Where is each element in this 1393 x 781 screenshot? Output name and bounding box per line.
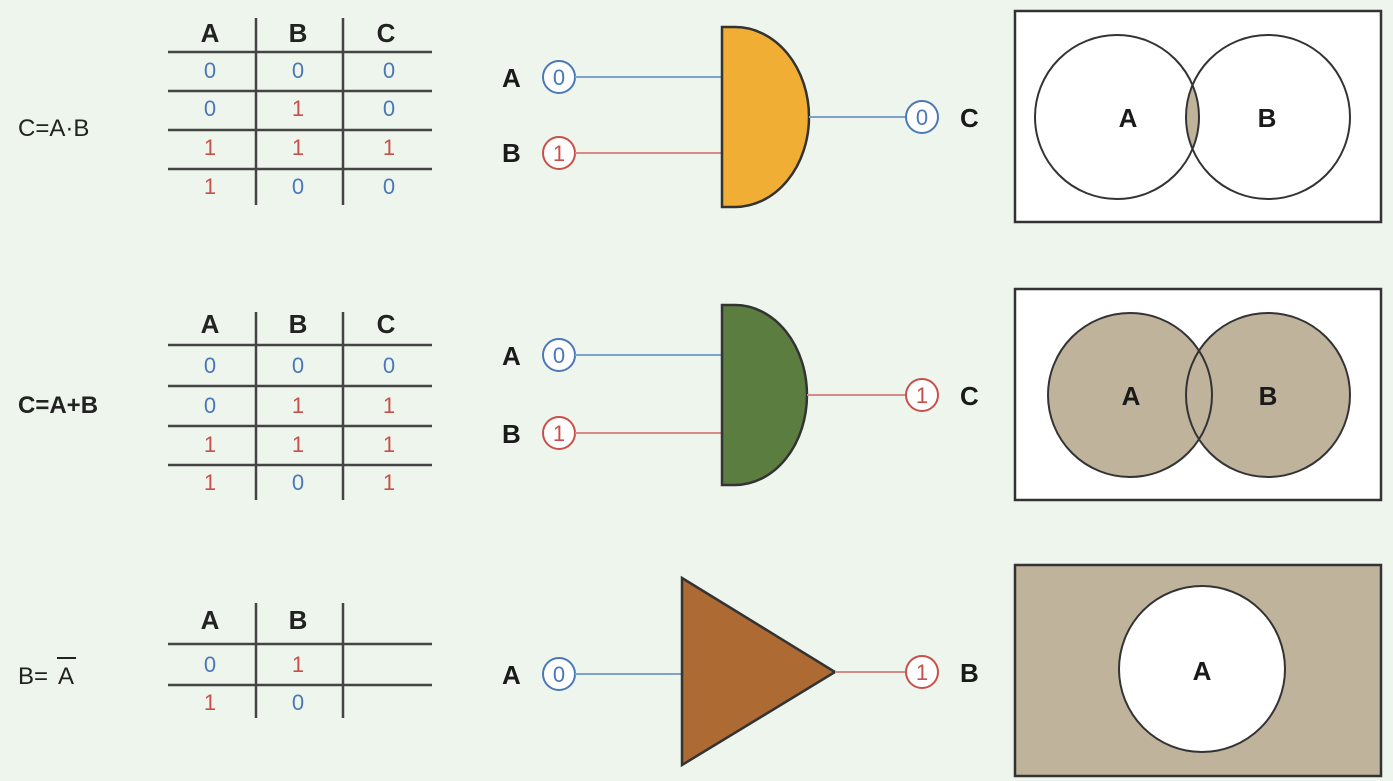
- input-b-label: B: [502, 138, 521, 168]
- output-c-value-circle: [905, 100, 939, 134]
- table-cell: 0: [292, 690, 304, 715]
- set-b-label: B: [1258, 103, 1277, 133]
- not-formula-right: A: [58, 663, 74, 690]
- set-a-label: A: [1119, 103, 1138, 133]
- set-a-label: A: [1122, 381, 1141, 411]
- input-a-value: 0: [553, 65, 565, 90]
- table-cell: 0: [292, 470, 304, 495]
- or-venn-diagram: A B: [1013, 287, 1383, 502]
- and-truth-table: A B C 0 0 0 0 1 0 1 1 1 1 0 0: [168, 18, 432, 205]
- output-b-value: 1: [916, 660, 928, 685]
- table-cell: 1: [292, 393, 304, 418]
- input-b-label: B: [502, 419, 521, 449]
- and-gate-circuit: A 0 B 1 0 C: [502, 25, 979, 209]
- table-cell: 0: [292, 353, 304, 378]
- table-cell: 1: [383, 432, 395, 457]
- table-cell: 1: [292, 96, 304, 121]
- table-cell: 0: [292, 174, 304, 199]
- table-header-c: C: [377, 18, 396, 48]
- or-truth-table: A B C 0 0 0 0 1 1 1 1 1 1 0 1: [168, 309, 432, 500]
- and-gate-symbol: [720, 25, 811, 209]
- table-cell: 0: [204, 96, 216, 121]
- set-b-shade: [1186, 313, 1350, 477]
- table-cell: 1: [292, 652, 304, 677]
- input-b-value: 1: [553, 421, 565, 446]
- and-row: C=A·B A B C 0 0 0 0 1 0 1 1 1 1 0 0 A: [18, 9, 1383, 224]
- table-cell: 1: [204, 135, 216, 160]
- output-b-value-circle: [905, 655, 939, 689]
- set-a-label: A: [1193, 656, 1212, 686]
- table-cell: 1: [204, 690, 216, 715]
- table-cell: 1: [292, 432, 304, 457]
- table-cell: 1: [204, 432, 216, 457]
- not-gate-symbol: [680, 575, 838, 768]
- table-cell: 1: [383, 393, 395, 418]
- table-cell: 0: [383, 58, 395, 83]
- set-b-label: B: [1259, 381, 1278, 411]
- set-b-circle: [1185, 34, 1351, 200]
- or-formula: C=A+B: [18, 392, 98, 419]
- table-cell: 0: [383, 174, 395, 199]
- and-venn-diagram: A B: [1013, 9, 1383, 224]
- input-a-label: A: [502, 660, 521, 690]
- not-gate-circuit: A 0 1 B: [502, 575, 979, 768]
- set-a-shade: [1048, 313, 1212, 477]
- or-row: C=A+B A B C 0 0 0 0 1 1 1 1 1 1 0 1 A: [18, 287, 1383, 502]
- input-a-value: 0: [553, 343, 565, 368]
- or-gate-symbol: [720, 303, 809, 487]
- table-header-b: B: [289, 309, 308, 339]
- table-header-c: C: [377, 309, 396, 339]
- table-cell: 0: [204, 393, 216, 418]
- table-cell: 0: [204, 652, 216, 677]
- table-header-a: A: [201, 309, 220, 339]
- table-cell: 0: [292, 58, 304, 83]
- or-gate-circuit: A 0 B 1 1 C: [502, 303, 979, 487]
- not-truth-table: A B 0 1 1 0: [168, 603, 432, 718]
- table-header-a: A: [201, 605, 220, 635]
- output-c-label: C: [960, 381, 979, 411]
- table-cell: 0: [204, 58, 216, 83]
- input-a-label: A: [502, 63, 521, 93]
- set-a-circle: [1118, 585, 1286, 753]
- table-cell: 1: [292, 135, 304, 160]
- not-venn-diagram: A: [1013, 563, 1383, 778]
- set-a-circle: [1047, 312, 1213, 478]
- table-header-b: B: [289, 605, 308, 635]
- and-formula: C=A·B: [18, 115, 89, 142]
- table-cell: 0: [383, 353, 395, 378]
- output-c-value: 1: [916, 383, 928, 408]
- set-b-circle: [1185, 312, 1351, 478]
- output-c-label: C: [960, 103, 979, 133]
- table-cell: 1: [383, 135, 395, 160]
- output-c-value-circle: [905, 378, 939, 412]
- not-formula: A B= A: [18, 657, 76, 690]
- input-a-value: 0: [553, 662, 565, 687]
- table-cell: 0: [204, 353, 216, 378]
- table-cell: 0: [383, 96, 395, 121]
- output-c-value: 0: [916, 105, 928, 130]
- table-header-b: B: [289, 18, 308, 48]
- table-header-a: A: [201, 18, 220, 48]
- table-cell: 1: [383, 470, 395, 495]
- table-cell: 1: [204, 174, 216, 199]
- not-row: A B= A A B 0 1 1 0 A 0 1 B: [18, 563, 1383, 778]
- table-cell: 1: [204, 470, 216, 495]
- set-a-circle: [1034, 34, 1200, 200]
- output-b-label: B: [960, 658, 979, 688]
- input-b-value: 1: [553, 141, 565, 166]
- input-a-label: A: [502, 341, 521, 371]
- not-formula-left: B=: [18, 663, 48, 690]
